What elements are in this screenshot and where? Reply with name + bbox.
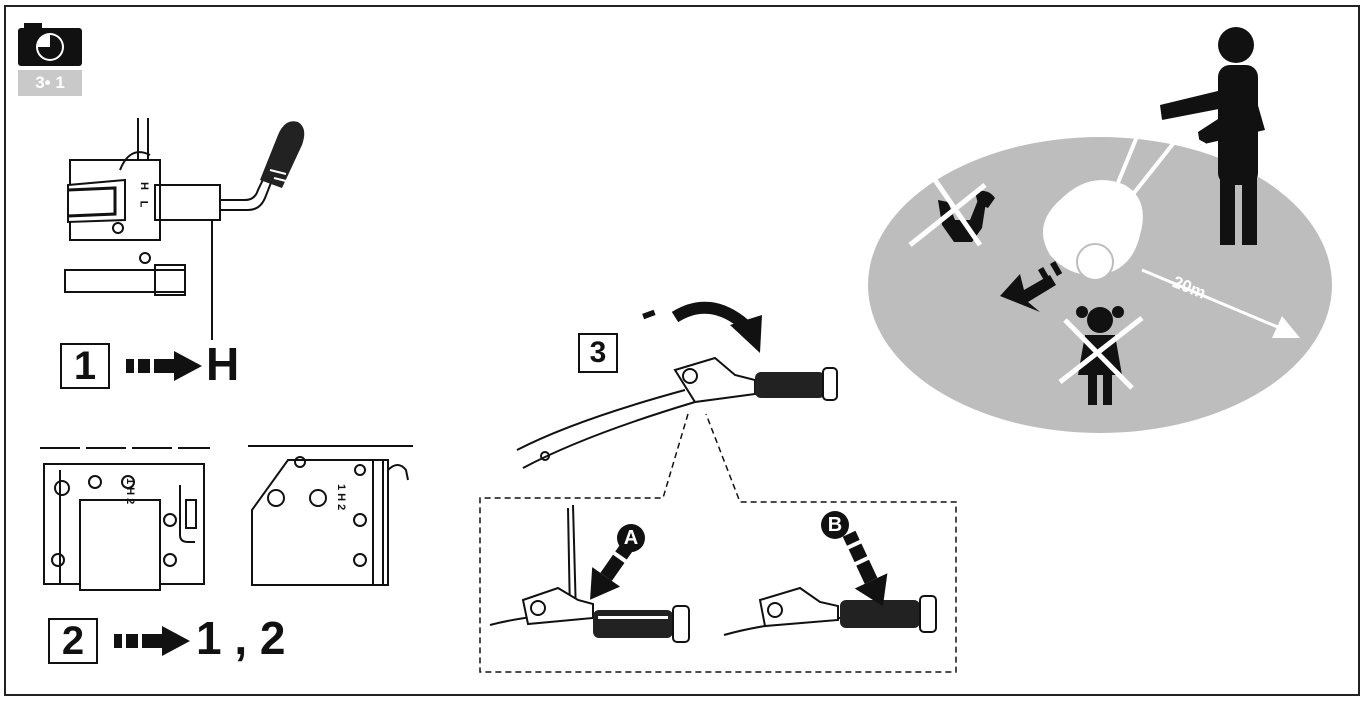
gearbox-illustration-right <box>248 445 413 586</box>
step-2-badge: 2 <box>48 618 98 664</box>
step-3-badge: 3 <box>578 333 618 373</box>
lever-label-h: H <box>137 182 150 190</box>
safety-zone-illustration <box>868 27 1332 433</box>
gear-labels-left: 1 H 2 <box>124 478 136 505</box>
dashed-arrow-icon <box>114 626 190 656</box>
letter-b-badge: B <box>821 511 849 539</box>
gearbox-illustration-left <box>40 447 210 591</box>
handlebar-illustration <box>516 356 838 469</box>
step-1-target: H <box>206 338 240 390</box>
camera-step-label: 3• 1 <box>18 70 82 96</box>
callout-lines <box>479 413 957 673</box>
handlebar-b-illustration <box>723 586 937 636</box>
step-2-target: 1 , 2 <box>196 612 286 664</box>
camera-clock-icon <box>18 23 82 66</box>
gear-labels-right: 1 H 2 <box>335 484 347 511</box>
gear-lever-illustration <box>64 118 305 340</box>
step-1-badge: 1 <box>60 343 110 389</box>
handlebar-a-illustration <box>489 504 690 643</box>
letter-a-badge: A <box>617 524 645 552</box>
curved-arrow-icon <box>671 301 762 353</box>
push-arrow-b-icon <box>842 530 888 607</box>
lever-label-l: L <box>137 200 150 208</box>
dashed-arrow-icon <box>126 351 202 381</box>
